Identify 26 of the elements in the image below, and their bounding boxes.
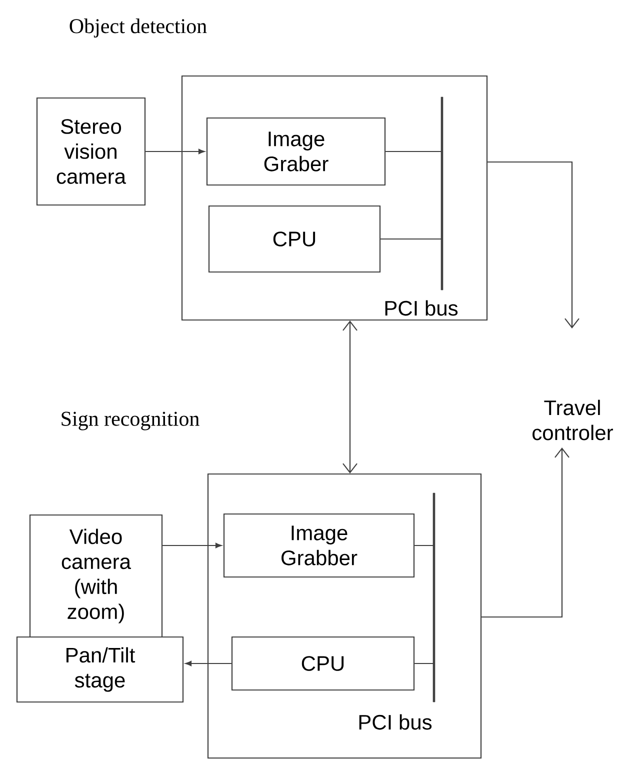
arrow (488, 161, 580, 328)
arrow (146, 148, 205, 154)
text-label: Travel controler (532, 400, 613, 440)
computer-box (181, 75, 488, 321)
connector-line (386, 150, 442, 152)
component-box: Image Grabber (223, 513, 415, 578)
arrow (185, 660, 232, 666)
component-box: CPU (208, 205, 381, 273)
section-heading: Sign recognition (62, 412, 200, 430)
bus-label: PCI bus (385, 300, 458, 316)
bus-line (432, 492, 436, 702)
component-box: Stereo vision camera (36, 97, 146, 206)
section-heading: Object detection (70, 18, 207, 38)
component-box: CPU (231, 636, 415, 691)
arrow (482, 448, 570, 618)
arrow (162, 542, 222, 548)
bus-line (440, 96, 444, 290)
connector-line (380, 238, 442, 240)
connector-line (414, 544, 434, 546)
component-box: Image Graber (206, 117, 386, 186)
arrow (342, 320, 358, 474)
component-box: Video camera (with zoom) (29, 514, 163, 638)
bus-label: PCI bus (359, 714, 432, 730)
connector-line (414, 662, 434, 664)
component-box: Pan/Tilt stage (16, 636, 184, 703)
computer-box (207, 473, 482, 759)
